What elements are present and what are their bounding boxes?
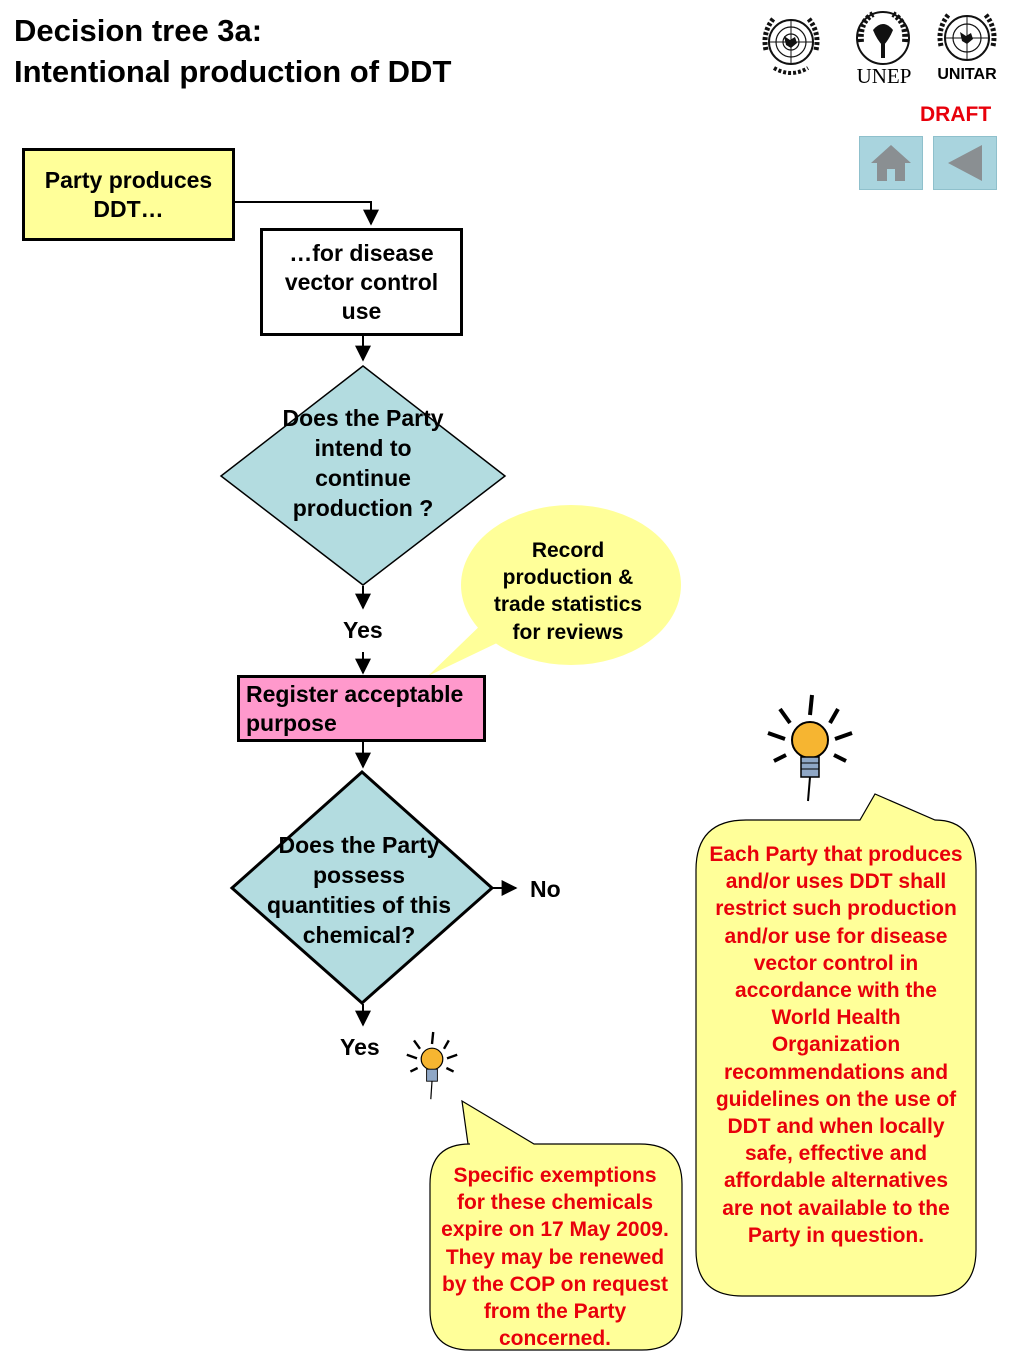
decision-possess-quantities-text: Does the Party possess quantities of thi… [267,832,451,948]
purpose-box: …for disease vector control use [260,228,463,336]
register-text: Register acceptable purpose [246,680,464,736]
lightbulb-icon-small [406,1031,458,1100]
title-line-1: Decision tree 3a: [14,13,263,48]
start-box: Party produces DDT… [22,148,235,241]
exemption-note-text: Specific exemptions for these chemicals … [441,1164,669,1351]
home-button[interactable] [859,136,923,190]
page-title: Decision tree 3a: Intentional production… [14,10,451,92]
unitar-logo-text: UNITAR [937,66,997,83]
record-callout-text: Record production & trade statistics for… [493,539,643,644]
purpose-text: …for disease vector control use [284,239,439,324]
decision-continue-production-shape [219,365,507,586]
back-arrow-icon [948,145,982,181]
no-label: No [530,876,561,902]
record-callout-shape [428,505,681,676]
unep-logo-icon [856,11,910,65]
unitar-logo-icon [937,12,997,61]
unep-logo-text: UNEP [856,64,912,88]
decision-continue-production-text: Does the Party intend to continue produc… [282,405,444,521]
title-line-2: Intentional production of DDT [14,54,452,89]
home-icon [871,145,911,181]
who-note-callout-shape [695,793,977,1297]
back-button[interactable] [933,136,997,190]
yes-label-1: Yes [343,617,383,643]
who-note-text: Each Party that produces and/or uses DDT… [709,843,963,1247]
exemption-note-callout-shape [429,1099,683,1351]
register-box: Register acceptable purpose [237,675,486,742]
lightbulb-icon-large [767,694,853,802]
connector-start-purpose [234,201,379,226]
start-text: Party produces DDT… [44,166,213,222]
draft-label: DRAFT [920,103,992,126]
un-emblem-icon [762,16,820,75]
yes-label-2: Yes [340,1034,380,1060]
decision-possess-quantities-shape [229,769,495,1006]
